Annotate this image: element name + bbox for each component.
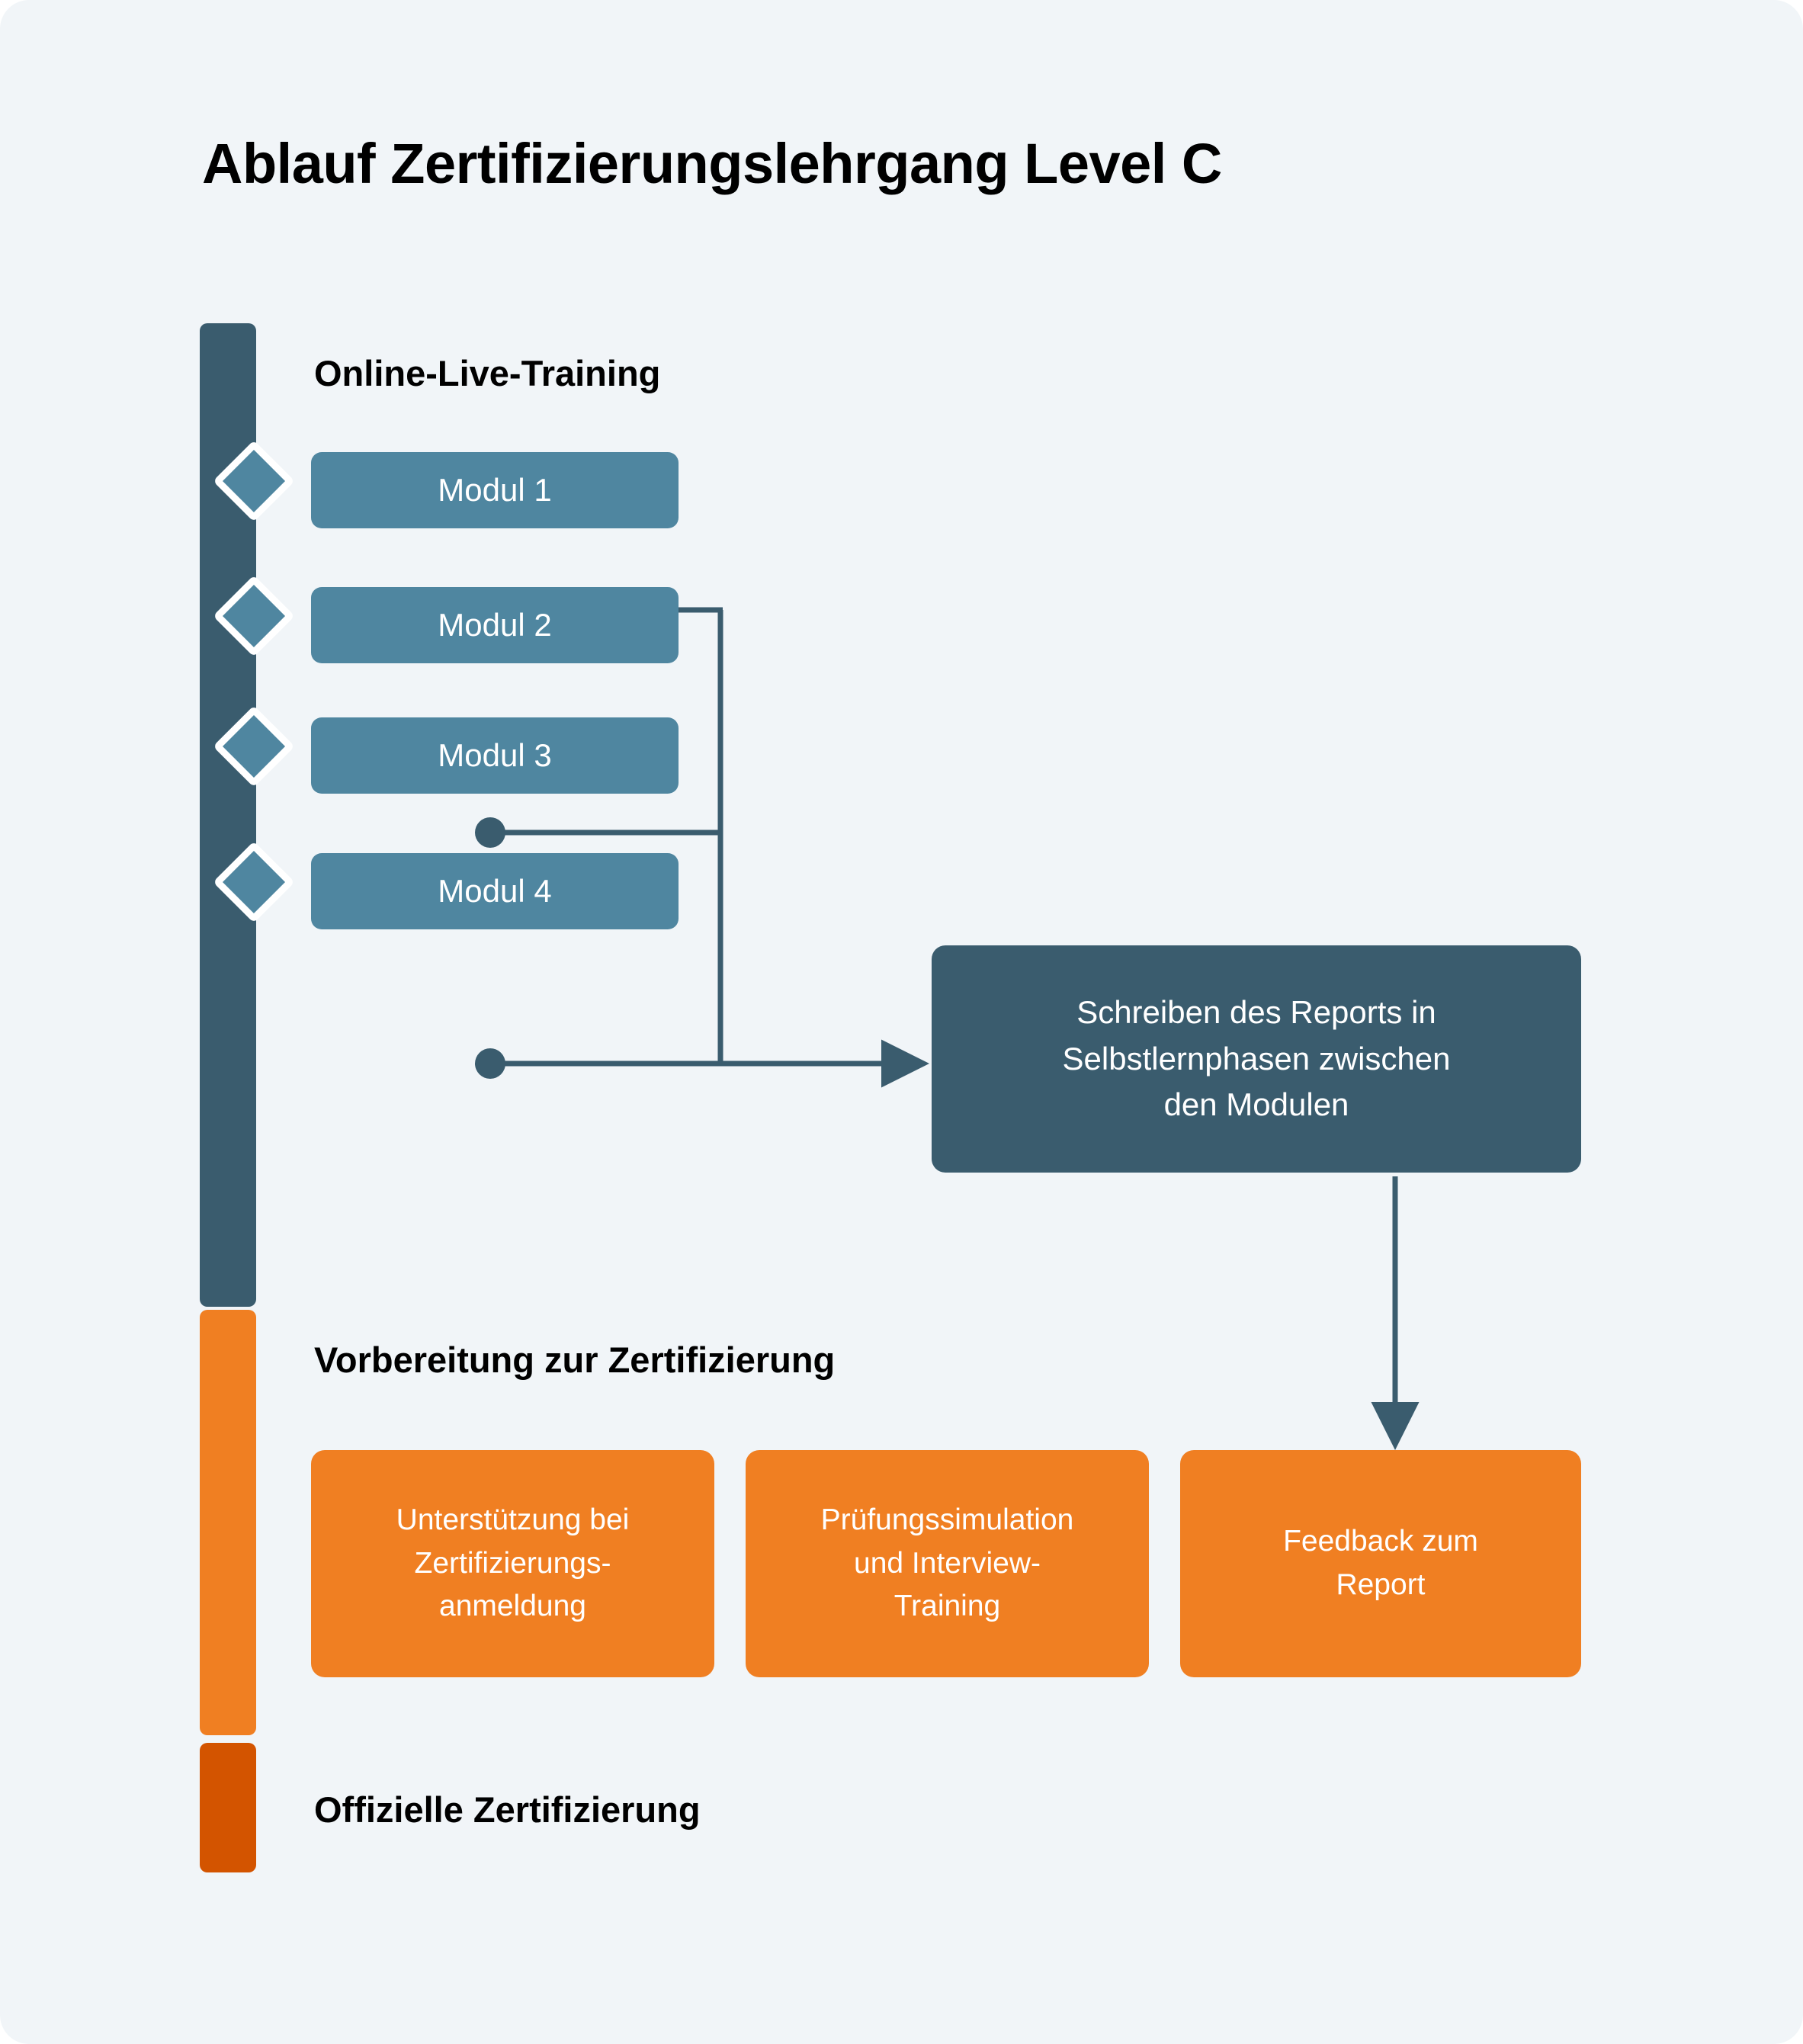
module-label: Modul 3 — [438, 737, 552, 773]
module-label: Modul 2 — [438, 607, 552, 643]
preparation-box-pruefungssimulation[interactable]: Prüfungssimulation und Interview- Traini… — [746, 1450, 1149, 1677]
preparation-box-zertifizierungsanmeldung[interactable]: Unterstützung bei Zertifizierungs- anmel… — [311, 1450, 714, 1677]
report-writing-box[interactable]: Schreiben des Reports in Selbstlernphase… — [932, 945, 1581, 1173]
page-title: Ablauf Zertifizierungslehrgang Level C — [202, 132, 1222, 195]
module-label: Modul 1 — [438, 472, 552, 508]
module-label: Modul 4 — [438, 873, 552, 909]
section-heading-vorbereitung-zur-zertifizierung: Vorbereitung zur Zertifizierung — [314, 1340, 836, 1380]
module-box-modul-4[interactable]: Modul 4 — [311, 853, 679, 929]
section-heading-online-live-training: Online-Live-Training — [314, 353, 661, 393]
module-box-modul-2[interactable]: Modul 2 — [311, 587, 679, 663]
preparation-box-text: Unterstützung bei Zertifizierungs- anmel… — [396, 1503, 630, 1623]
timeline-bar-preparation — [200, 1310, 256, 1735]
section-heading-offizielle-zertifizierung: Offizielle Zertifizierung — [314, 1789, 701, 1830]
preparation-box-text: Prüfungssimulation und Interview- Traini… — [820, 1503, 1074, 1623]
timeline-bar-certification — [200, 1743, 256, 1872]
preparation-box-feedback-zum-report[interactable]: Feedback zum Report — [1180, 1450, 1581, 1677]
module-box-modul-3[interactable]: Modul 3 — [311, 717, 679, 794]
preparation-box-text: Feedback zum Report — [1283, 1525, 1478, 1601]
report-box-text: Schreiben des Reports in Selbstlernphase… — [1062, 993, 1451, 1123]
module-box-modul-1[interactable]: Modul 1 — [311, 452, 679, 528]
